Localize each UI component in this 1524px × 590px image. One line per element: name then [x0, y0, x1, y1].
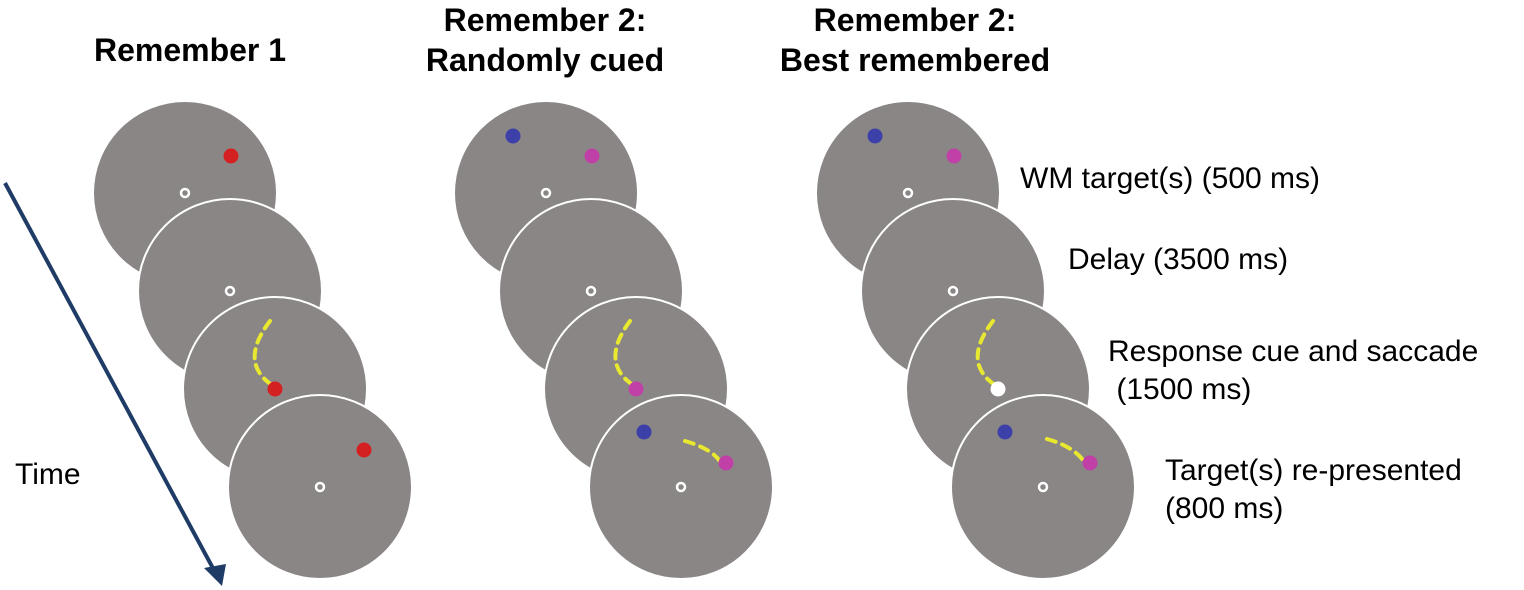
step-label-wm-targets: WM target(s) (500 ms) — [1020, 160, 1320, 198]
magenta-target-dot — [946, 148, 962, 164]
fixation-point — [540, 187, 552, 199]
magenta-target-dot — [628, 381, 644, 397]
fixation-point — [947, 285, 959, 297]
magenta-target-dot — [584, 148, 600, 164]
column-title-line1: Remember 2: — [813, 2, 1017, 38]
blue-target-dot — [997, 424, 1013, 440]
fixation-point — [179, 187, 191, 199]
column-title-line2: Best remembered — [779, 42, 1051, 78]
fixation-point — [675, 481, 687, 493]
saccade-path — [252, 319, 277, 389]
column-title-best-remembered: Remember 2: Best remembered — [755, 0, 1075, 80]
screen — [588, 394, 774, 580]
screen — [950, 394, 1136, 580]
fixation-point — [902, 187, 914, 199]
time-label: Time — [15, 458, 81, 491]
fixation-point — [1037, 481, 1049, 493]
column-title-line1: Remember 2: — [443, 2, 647, 38]
step-label-line1: WM target(s) (500 ms) — [1020, 162, 1321, 195]
fixation-point — [224, 285, 236, 297]
column-title-remember-1: Remember 1 — [60, 30, 320, 70]
magenta-target-dot — [1082, 455, 1098, 471]
step-label-line1: Delay (3500 ms) — [1068, 243, 1289, 276]
saccade-path — [613, 319, 638, 389]
step-label-line2: (1500 ms) — [1108, 373, 1252, 406]
blue-target-dot — [636, 424, 652, 440]
red-target-dot — [223, 148, 239, 164]
step-label-line2: (800 ms) — [1165, 492, 1284, 525]
fixation-point — [585, 285, 597, 297]
screen-disc — [227, 394, 413, 580]
red-target-dot — [356, 442, 372, 458]
column-title-line1: Remember 1 — [93, 32, 287, 68]
time-arrow — [3, 182, 226, 586]
saccade-path — [975, 319, 1000, 389]
blue-target-dot — [867, 128, 883, 144]
red-target-dot — [267, 381, 283, 397]
step-label-line1: Response cue and saccade — [1108, 335, 1479, 368]
fixation-point — [314, 481, 326, 493]
blue-target-dot — [505, 128, 521, 144]
screen-stacks — [92, 100, 1136, 580]
step-label-response-cue: Response cue and saccade (1500 ms) — [1108, 333, 1478, 409]
step-label-line1: Target(s) re-presented — [1165, 454, 1462, 487]
screen — [227, 394, 413, 580]
screen-disc — [588, 394, 774, 580]
step-label-target-represented: Target(s) re-presented (800 ms) — [1165, 452, 1462, 528]
column-title-randomly-cued: Remember 2: Randomly cued — [400, 0, 690, 80]
column-title-line2: Randomly cued — [425, 42, 665, 78]
step-label-delay: Delay (3500 ms) — [1068, 241, 1288, 279]
white-target-dot — [990, 381, 1006, 397]
screen-disc — [950, 394, 1136, 580]
magenta-target-dot — [718, 455, 734, 471]
